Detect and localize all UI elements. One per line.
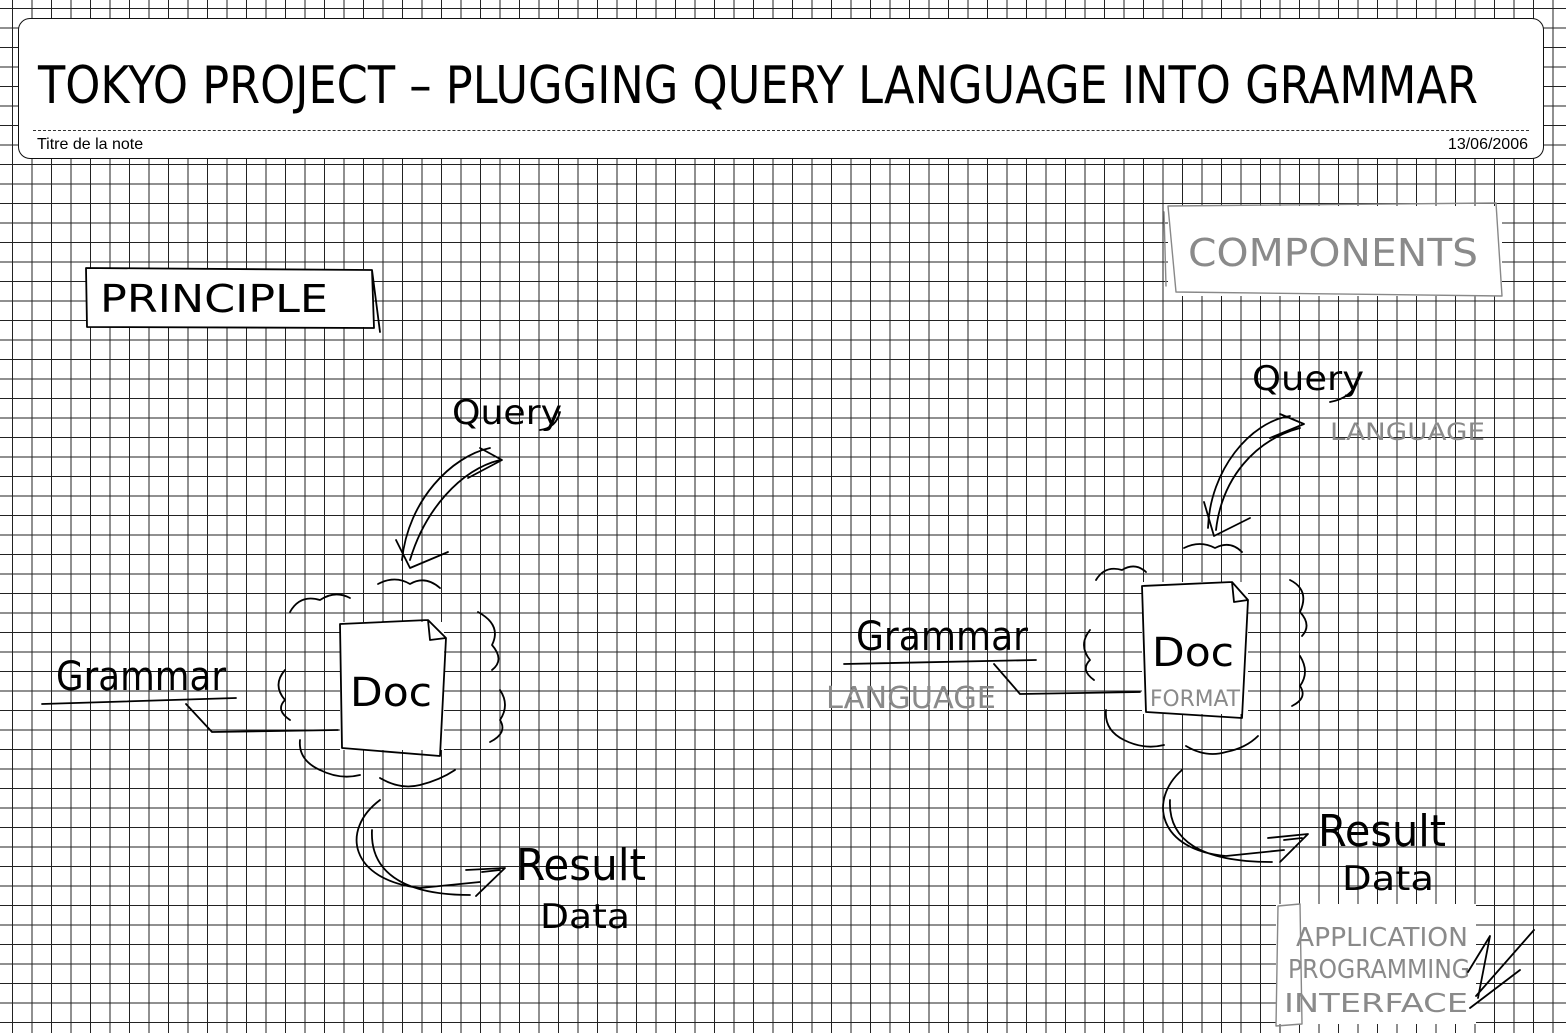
components-query-arrow [1207, 415, 1301, 531]
api-box [1275, 903, 1303, 1027]
api-checkmark-icon [1467, 929, 1535, 1009]
principle-result-arrowhead [465, 867, 506, 897]
components-query-arrowhead [1203, 501, 1251, 537]
principle-query-arrow-tail [467, 447, 503, 479]
components-heading: COMPONENTS [1188, 231, 1478, 275]
header-divider [33, 130, 1529, 131]
components-result-label: Result [1318, 806, 1446, 857]
principle-query-underline [539, 411, 561, 431]
components-grammar-underline [843, 659, 1037, 665]
components-box [1163, 202, 1503, 297]
principle-grammar-connector [185, 703, 339, 733]
principle-query-arrow [401, 447, 501, 561]
principle-grammar-label: Grammar [56, 654, 226, 700]
principle-box [85, 267, 381, 333]
principle-section: PRINCIPLE Query Doc Grammar Result Data [41, 267, 646, 937]
note-title: TOKYO PROJECT – PLUGGING QUERY LANGUAGE … [37, 56, 1478, 116]
components-query-arrow-tail [1269, 413, 1305, 439]
principle-doc-label: Doc [350, 670, 432, 716]
api-line3: INTERFACE [1284, 989, 1468, 1019]
note-header: Titre de la note 13/06/2006 [18, 18, 1544, 159]
components-grammar-sub: LANGUAGE [826, 681, 996, 716]
components-result-arrowhead [1267, 833, 1309, 863]
note-date: 13/06/2006 [1447, 136, 1528, 153]
components-grammar-label: Grammar [856, 614, 1028, 660]
api-box-bg [1276, 904, 1476, 1024]
principle-grammar-underline [41, 697, 237, 705]
note-title-caption: Titre de la note [37, 136, 144, 153]
components-data-label: Data [1342, 859, 1434, 899]
principle-box-bg [86, 269, 373, 327]
components-query-underline [1329, 379, 1359, 403]
principle-cloud [277, 578, 506, 788]
components-section: COMPONENTS Query LANGUAGE Doc FORMAT Gra… [826, 202, 1535, 1027]
api-line1: APPLICATION [1296, 923, 1468, 953]
components-doc-label: Doc [1152, 630, 1234, 676]
principle-result-arrow [355, 799, 481, 896]
components-doc-bg [1142, 582, 1248, 714]
components-grammar-connector [993, 663, 1141, 695]
principle-data-label: Data [540, 897, 630, 937]
components-query-label: Query [1252, 359, 1364, 399]
components-doc-shape [1141, 581, 1249, 719]
components-query-sub: LANGUAGE [1330, 418, 1485, 446]
components-cloud [1083, 543, 1308, 755]
components-doc-sub: FORMAT [1150, 687, 1241, 712]
principle-doc-shape [339, 619, 447, 757]
components-result-arrow [1162, 769, 1285, 863]
principle-doc-bg [340, 622, 444, 750]
principle-query-label: Query [452, 393, 562, 433]
principle-result-label: Result [516, 840, 646, 891]
principle-heading: PRINCIPLE [100, 277, 328, 321]
principle-query-arrowhead [395, 539, 449, 569]
api-line2: PROGRAMMING [1288, 955, 1470, 985]
components-box-bg [1168, 206, 1502, 296]
